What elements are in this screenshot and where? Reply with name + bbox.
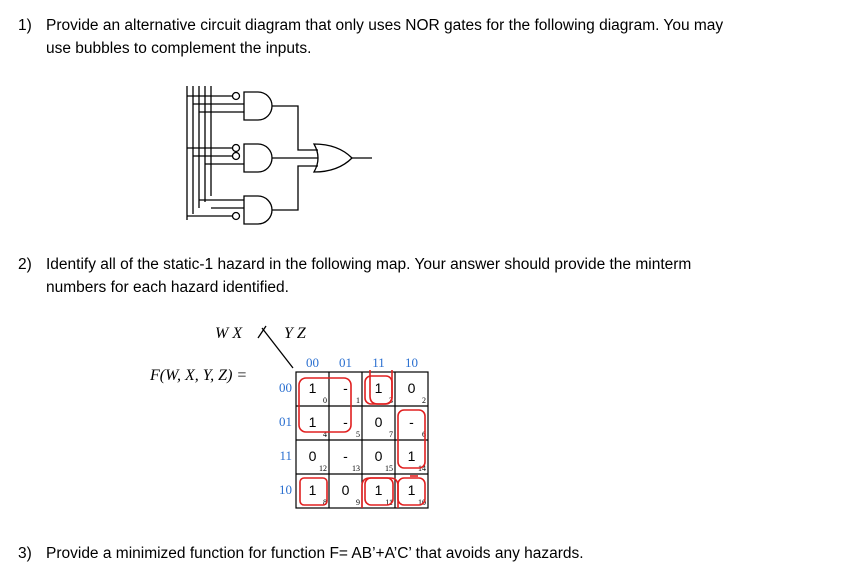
- minterm-index: 4: [323, 430, 327, 439]
- group-loop: [397, 409, 426, 469]
- cell-value: 1: [309, 482, 317, 498]
- inverter-bubble: [231, 211, 241, 221]
- minterm-index: 8: [323, 498, 327, 507]
- column-header: 00: [306, 355, 319, 370]
- minterm-index: 6: [422, 430, 426, 439]
- cell-value: 1: [375, 482, 383, 498]
- inverter-bubble: [231, 151, 241, 161]
- inverter-bubble: [231, 143, 241, 153]
- minterm-index: 0: [323, 396, 327, 405]
- cell-value: -: [409, 414, 414, 430]
- question-number: 3): [18, 545, 32, 562]
- question-text-cont: numbers for each hazard identified.: [46, 279, 289, 296]
- minterm-index: 9: [356, 498, 360, 507]
- question-number: 2): [18, 256, 32, 273]
- row-header: 01: [279, 414, 292, 429]
- group-loop: [369, 370, 393, 405]
- column-header: 01: [339, 355, 352, 370]
- minterm-index: 10: [418, 498, 426, 507]
- minterm-index: 5: [356, 430, 360, 439]
- question-text: Provide an alternative circuit diagram t…: [46, 17, 724, 34]
- minterm-index: 11: [385, 498, 393, 507]
- row-headers: 00 01 11 10: [279, 380, 292, 497]
- cell-value: 1: [408, 482, 416, 498]
- kmap-groups: [298, 370, 426, 508]
- column-header: 10: [405, 355, 418, 370]
- cell-value: -: [343, 380, 348, 396]
- cell-value: 0: [309, 448, 317, 464]
- row-header: 00: [279, 380, 292, 395]
- group-loop: [299, 477, 328, 506]
- cell-value: 0: [342, 482, 350, 498]
- row-header: 10: [279, 482, 292, 497]
- question-number: 1): [18, 17, 32, 34]
- cell-value: -: [343, 414, 348, 430]
- column-headers: 00 01 11 10: [306, 355, 418, 370]
- function-label: F(W, X, Y, Z) =: [149, 367, 247, 384]
- and-gate-3: [243, 195, 273, 225]
- minterm-index: 12: [319, 464, 327, 473]
- minterm-index: 14: [418, 464, 426, 473]
- question-2: 2) Identify all of the static-1 hazard in…: [18, 253, 828, 299]
- group-loop: [361, 477, 399, 508]
- cell-value: 1: [408, 448, 416, 464]
- minterm-index: 2: [422, 396, 426, 405]
- and-gate-2: [243, 143, 273, 173]
- row-header: 11: [279, 448, 292, 463]
- minterm-index: 7: [389, 430, 393, 439]
- question-text-cont: use bubbles to complement the inputs.: [46, 40, 312, 57]
- group-loop: [298, 377, 352, 433]
- question-1: 1) Provide an alternative circuit diagram…: [18, 14, 828, 60]
- column-header: 11: [372, 355, 385, 370]
- row-variables: W X: [215, 325, 243, 342]
- question-3: 3) Provide a minimized function for funct…: [18, 542, 828, 565]
- inverter-bubble: [231, 91, 241, 101]
- cell-value: 1: [375, 380, 383, 396]
- cell-value: 0: [375, 414, 383, 430]
- and-gate-1: [243, 91, 273, 121]
- minterm-index: 1: [356, 396, 360, 405]
- cell-value: -: [343, 448, 348, 464]
- cell-value: 0: [408, 380, 416, 396]
- or-gate: [312, 143, 353, 173]
- cell-value: 1: [309, 380, 317, 396]
- question-text: Identify all of the static-1 hazard in t…: [46, 256, 692, 273]
- column-variables: Y Z: [284, 325, 307, 342]
- minterm-index: 13: [352, 464, 360, 473]
- cell-value: 1: [309, 414, 317, 430]
- cell-value: 0: [375, 448, 383, 464]
- question-text: Provide a minimized function for functio…: [46, 545, 584, 562]
- minterm-index: 15: [385, 464, 393, 473]
